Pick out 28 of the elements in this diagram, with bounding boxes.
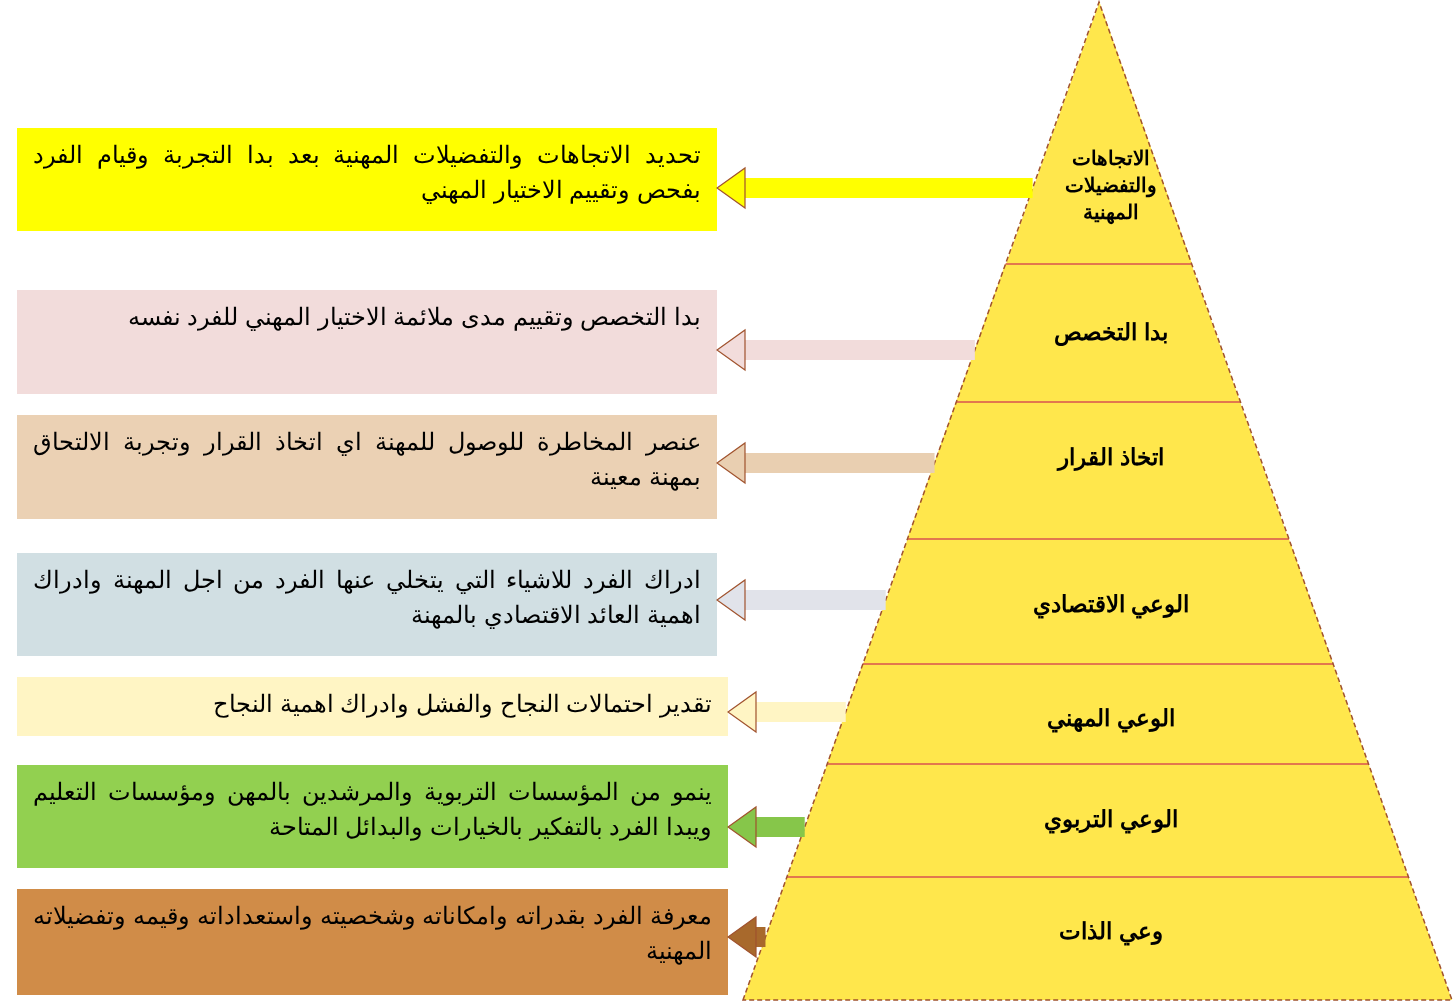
description-text: تحديد الاتجاهات والتفضيلات المهنية بعد بدا التجربة وقيام الفرد بفحص وتقييم الاختيار المهني bbox=[33, 140, 701, 206]
block-arrow bbox=[716, 579, 886, 621]
block-arrow bbox=[727, 916, 766, 958]
block-arrow bbox=[727, 806, 805, 848]
description-panel bbox=[17, 415, 717, 519]
layer-label: الاتجاهات والتفضيلات المهنية bbox=[1064, 145, 1158, 226]
description-text: ادراك الفرد للاشياء التي يتخلي عنها الفرد من اجل المهنة وادراك اهمية العائد الاقتصادي بالمهنة bbox=[33, 565, 701, 631]
block-arrow bbox=[716, 167, 1033, 209]
layer-label: بدا التخصص bbox=[1053, 318, 1169, 348]
description-panel bbox=[17, 889, 728, 995]
description-text: ينمو من المؤسسات التربوية والمرشدين بالمهن ومؤسسات التعليم ويبدا الفرد بالتفكير بالخيارات والبدائل المتاحة bbox=[33, 777, 712, 843]
block-arrow bbox=[716, 329, 975, 371]
description-text: تقدير احتمالات النجاح والفشل وادراك اهمية النجاح bbox=[212, 689, 712, 720]
layer-label: اتخاذ القرار bbox=[1055, 443, 1165, 473]
description-panel bbox=[17, 765, 728, 868]
description-panel bbox=[17, 128, 717, 231]
description-text: بدا التخصص وتقييم مدى ملائمة الاختيار المهني للفرد نفسه bbox=[126, 302, 701, 333]
block-arrow bbox=[716, 442, 935, 484]
layer-label: الوعي الاقتصادي bbox=[1031, 590, 1191, 621]
layer-label: وعي الذات bbox=[1058, 917, 1164, 948]
block-arrow bbox=[727, 691, 846, 733]
description-panel bbox=[17, 290, 717, 394]
layer-label: الوعي المهني bbox=[1046, 704, 1176, 735]
description-text: عنصر المخاطرة للوصول للمهنة اي اتخاذ القرار وتجربة الالتحاق بمهنة معينة bbox=[33, 427, 701, 493]
layer-label: الوعي التربوي bbox=[1043, 805, 1179, 836]
description-panel bbox=[17, 677, 728, 736]
description-text: معرفة الفرد بقدراته وامكاناته وشخصيته واستعداداته وقيمه وتفضيلاته المهنية bbox=[33, 901, 712, 967]
description-panel bbox=[17, 553, 717, 656]
